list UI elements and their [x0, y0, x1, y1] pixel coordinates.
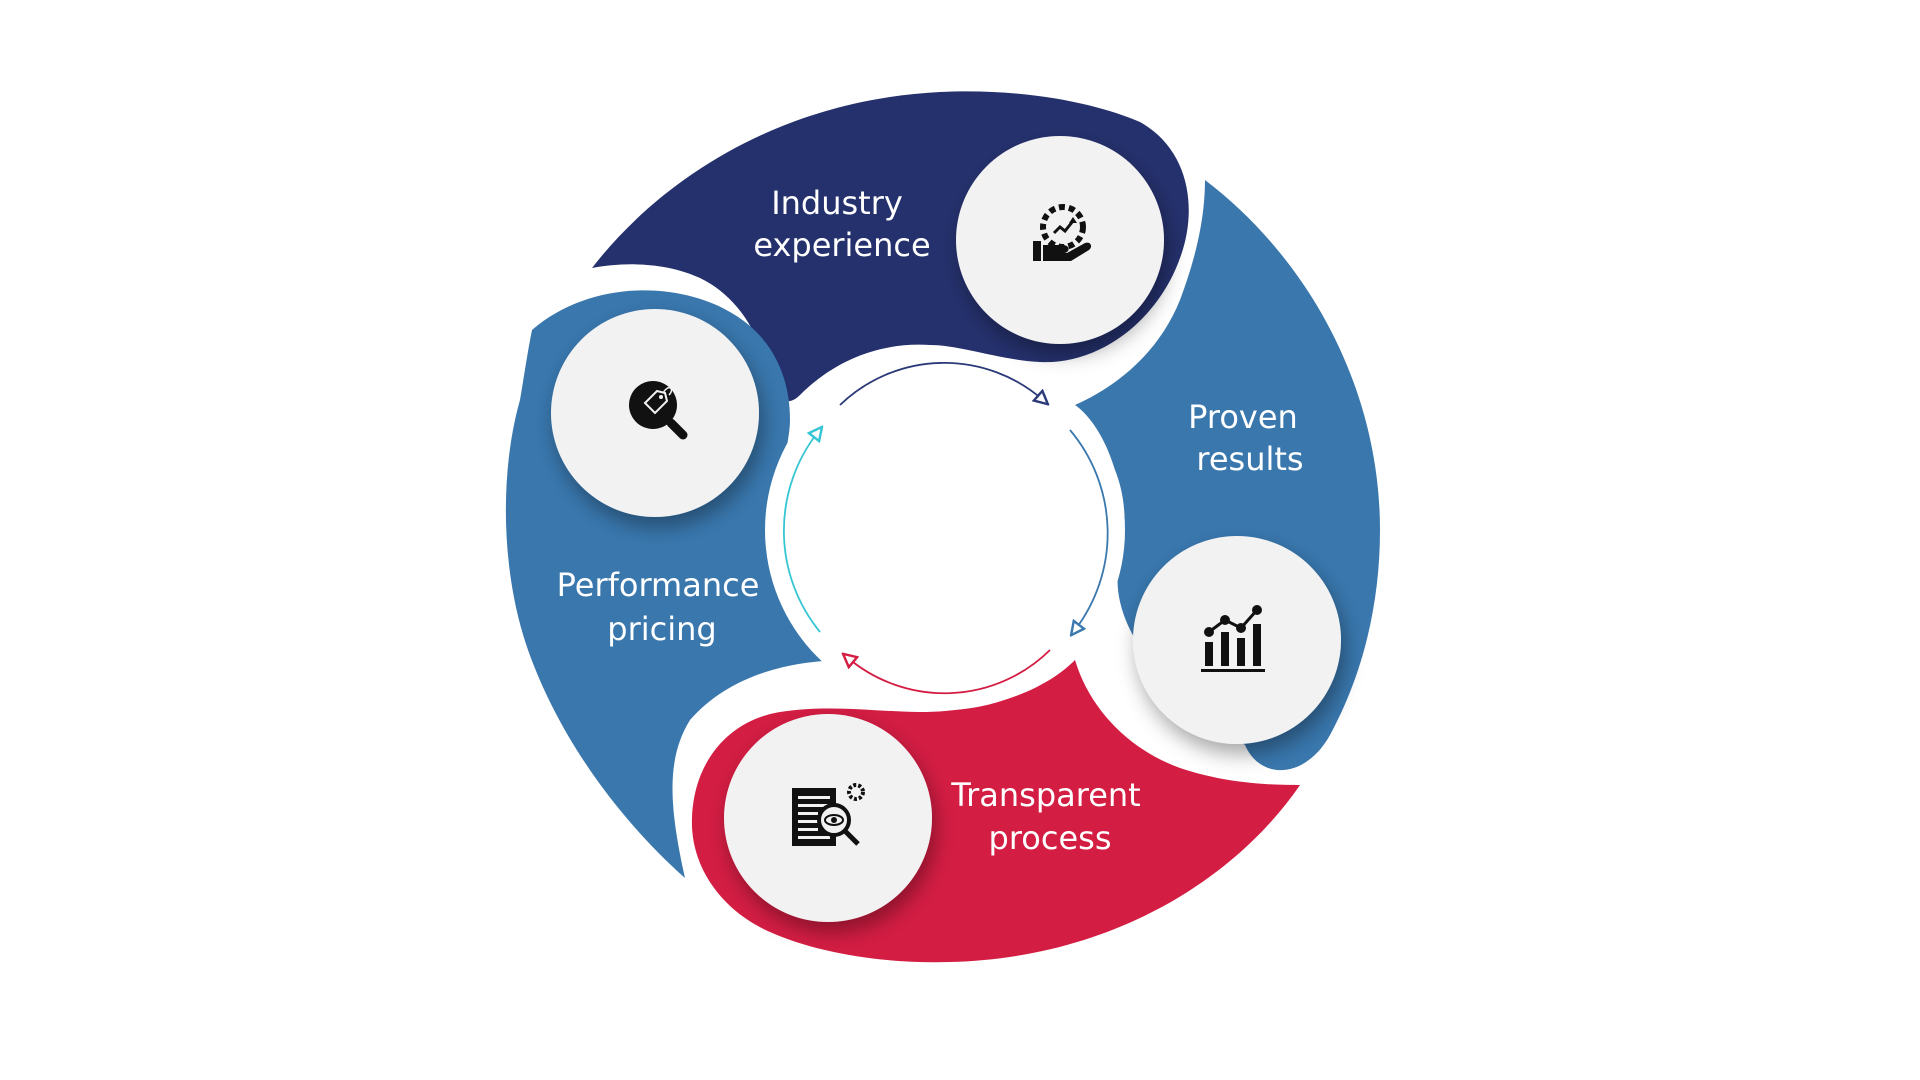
label-transparent-process-line2: process: [989, 819, 1112, 857]
label-performance-pricing-line2: pricing: [607, 610, 716, 648]
segment-labels: Industry experience Proven results Trans…: [557, 184, 1304, 857]
arrow-blue: [1069, 429, 1109, 630]
label-proven-results-line2: results: [1196, 440, 1303, 478]
label-performance-pricing-line1: Performance: [557, 566, 760, 604]
bar-chart-growth-icon: [1201, 605, 1265, 672]
label-industry-experience-line1: Industry: [771, 184, 903, 222]
arrow-cyan: [783, 432, 820, 633]
cycle-arrows: [783, 362, 1109, 695]
arrow-navy: [839, 362, 1043, 405]
label-industry-experience-line2: experience: [753, 226, 930, 264]
center-disc: [765, 350, 1125, 710]
price-tag-search-icon: [629, 381, 688, 440]
label-transparent-process-line1: Transparent: [950, 776, 1140, 814]
document-inspect-icon: [792, 783, 865, 846]
gear-hand-growth-icon: [1033, 204, 1092, 261]
arrow-red: [848, 649, 1051, 695]
label-proven-results-line1: Proven: [1188, 398, 1298, 436]
